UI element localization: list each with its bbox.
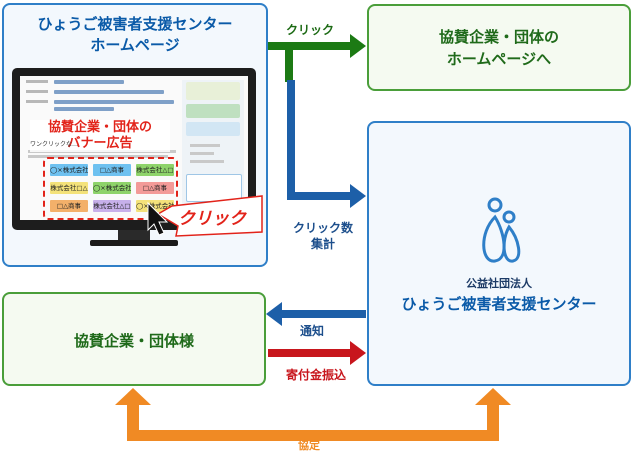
sponsor-banner[interactable]: 株式会社△□ <box>93 200 131 212</box>
sponsor-homepage-box: 協賛企業・団体の ホームページへ <box>367 4 631 91</box>
body-text-line <box>28 155 168 158</box>
notice-arrow-label: 通知 <box>300 324 325 338</box>
banner-ad-heading-line1: 協賛企業・団体の <box>47 120 152 135</box>
organization-name: ひょうご被害者支援センター <box>401 295 597 313</box>
sidebar-link <box>190 160 224 163</box>
monitor-stand <box>118 230 150 240</box>
sponsor-homepage-title-line1: 協賛企業・団体の <box>438 28 559 46</box>
news-date <box>26 90 48 93</box>
sponsor-banner[interactable]: 株式会社□△ <box>50 182 88 194</box>
click-arrow-trunk <box>285 42 293 82</box>
news-line <box>54 80 124 84</box>
count-arrow <box>287 80 366 208</box>
click-arrow-label: クリック <box>286 23 335 37</box>
banner-ad-heading-line2: バナー広告 <box>67 136 133 151</box>
click-callout-label: クリック <box>178 209 246 229</box>
sidebar-link <box>190 152 214 155</box>
sponsor-banner[interactable]: ◯×株式会社 <box>50 164 88 176</box>
sponsor-banner[interactable]: □△商事 <box>136 182 174 194</box>
organization-logo-icon <box>482 197 521 263</box>
notice-arrow <box>266 302 366 326</box>
news-line <box>54 107 114 111</box>
banner-ad-grid: ◯×株式会社 □△商事 株式会社△□ 株式会社□△ ◯×株式会社 □△商事 □△… <box>43 157 178 220</box>
monitor-base <box>90 240 178 246</box>
sponsors-box: 協賛企業・団体様 <box>2 292 266 386</box>
news-date <box>26 80 48 83</box>
sponsor-banner[interactable]: □△商事 <box>93 164 131 176</box>
banner-ad-heading: 協賛企業・団体の バナー広告 <box>30 120 170 152</box>
center-homepage-title-line2: ホームページ <box>90 36 180 54</box>
center-homepage-title: ひょうご被害者支援センター ホームページ <box>4 14 266 56</box>
website-screen: 協賛企業・団体の バナー広告 ワンクリックな… ◯×株式会社 □△商事 株式会社… <box>20 76 248 220</box>
sponsor-banner[interactable]: ◯×株式会社 <box>136 200 174 212</box>
agreement-arrow <box>115 388 511 441</box>
organization-box: 公益社団法人 ひょうご被害者支援センター <box>367 121 631 386</box>
website-sidebar <box>182 80 244 216</box>
sponsor-banner[interactable]: ◯×株式会社 <box>93 182 131 194</box>
sponsors-title: 協賛企業・団体様 <box>73 332 194 350</box>
click-arrow <box>268 34 366 58</box>
donation-arrow-label: 寄付金振込 <box>286 368 347 382</box>
sponsor-banner[interactable]: 株式会社△□ <box>136 164 174 176</box>
mouse-cursor-icon <box>147 201 169 236</box>
sidebar-link <box>190 144 220 147</box>
donation-arrow <box>268 341 366 365</box>
count-arrow-label-line2: 集計 <box>310 237 335 251</box>
organization-type: 公益社団法人 <box>466 277 532 290</box>
count-arrow-label-line1: クリック数 <box>292 221 353 235</box>
news-date <box>26 100 48 103</box>
agreement-arrow-label: 協定 <box>298 439 320 452</box>
sponsor-banner[interactable]: □△商事 <box>50 200 88 212</box>
sidebar-banner <box>186 82 240 100</box>
news-line <box>54 90 164 94</box>
sidebar-banner <box>186 122 240 136</box>
sidebar-banner <box>186 104 240 118</box>
count-arrow-label: クリック数 集計 <box>288 220 358 252</box>
sponsor-homepage-title-line2: ホームページへ <box>446 50 552 68</box>
sponsor-homepage-title: 協賛企業・団体の ホームページへ <box>369 26 629 70</box>
news-line <box>54 100 174 104</box>
banner-caption: ワンクリックな… <box>30 141 79 148</box>
center-homepage-title-line1: ひょうご被害者支援センター <box>37 15 233 33</box>
